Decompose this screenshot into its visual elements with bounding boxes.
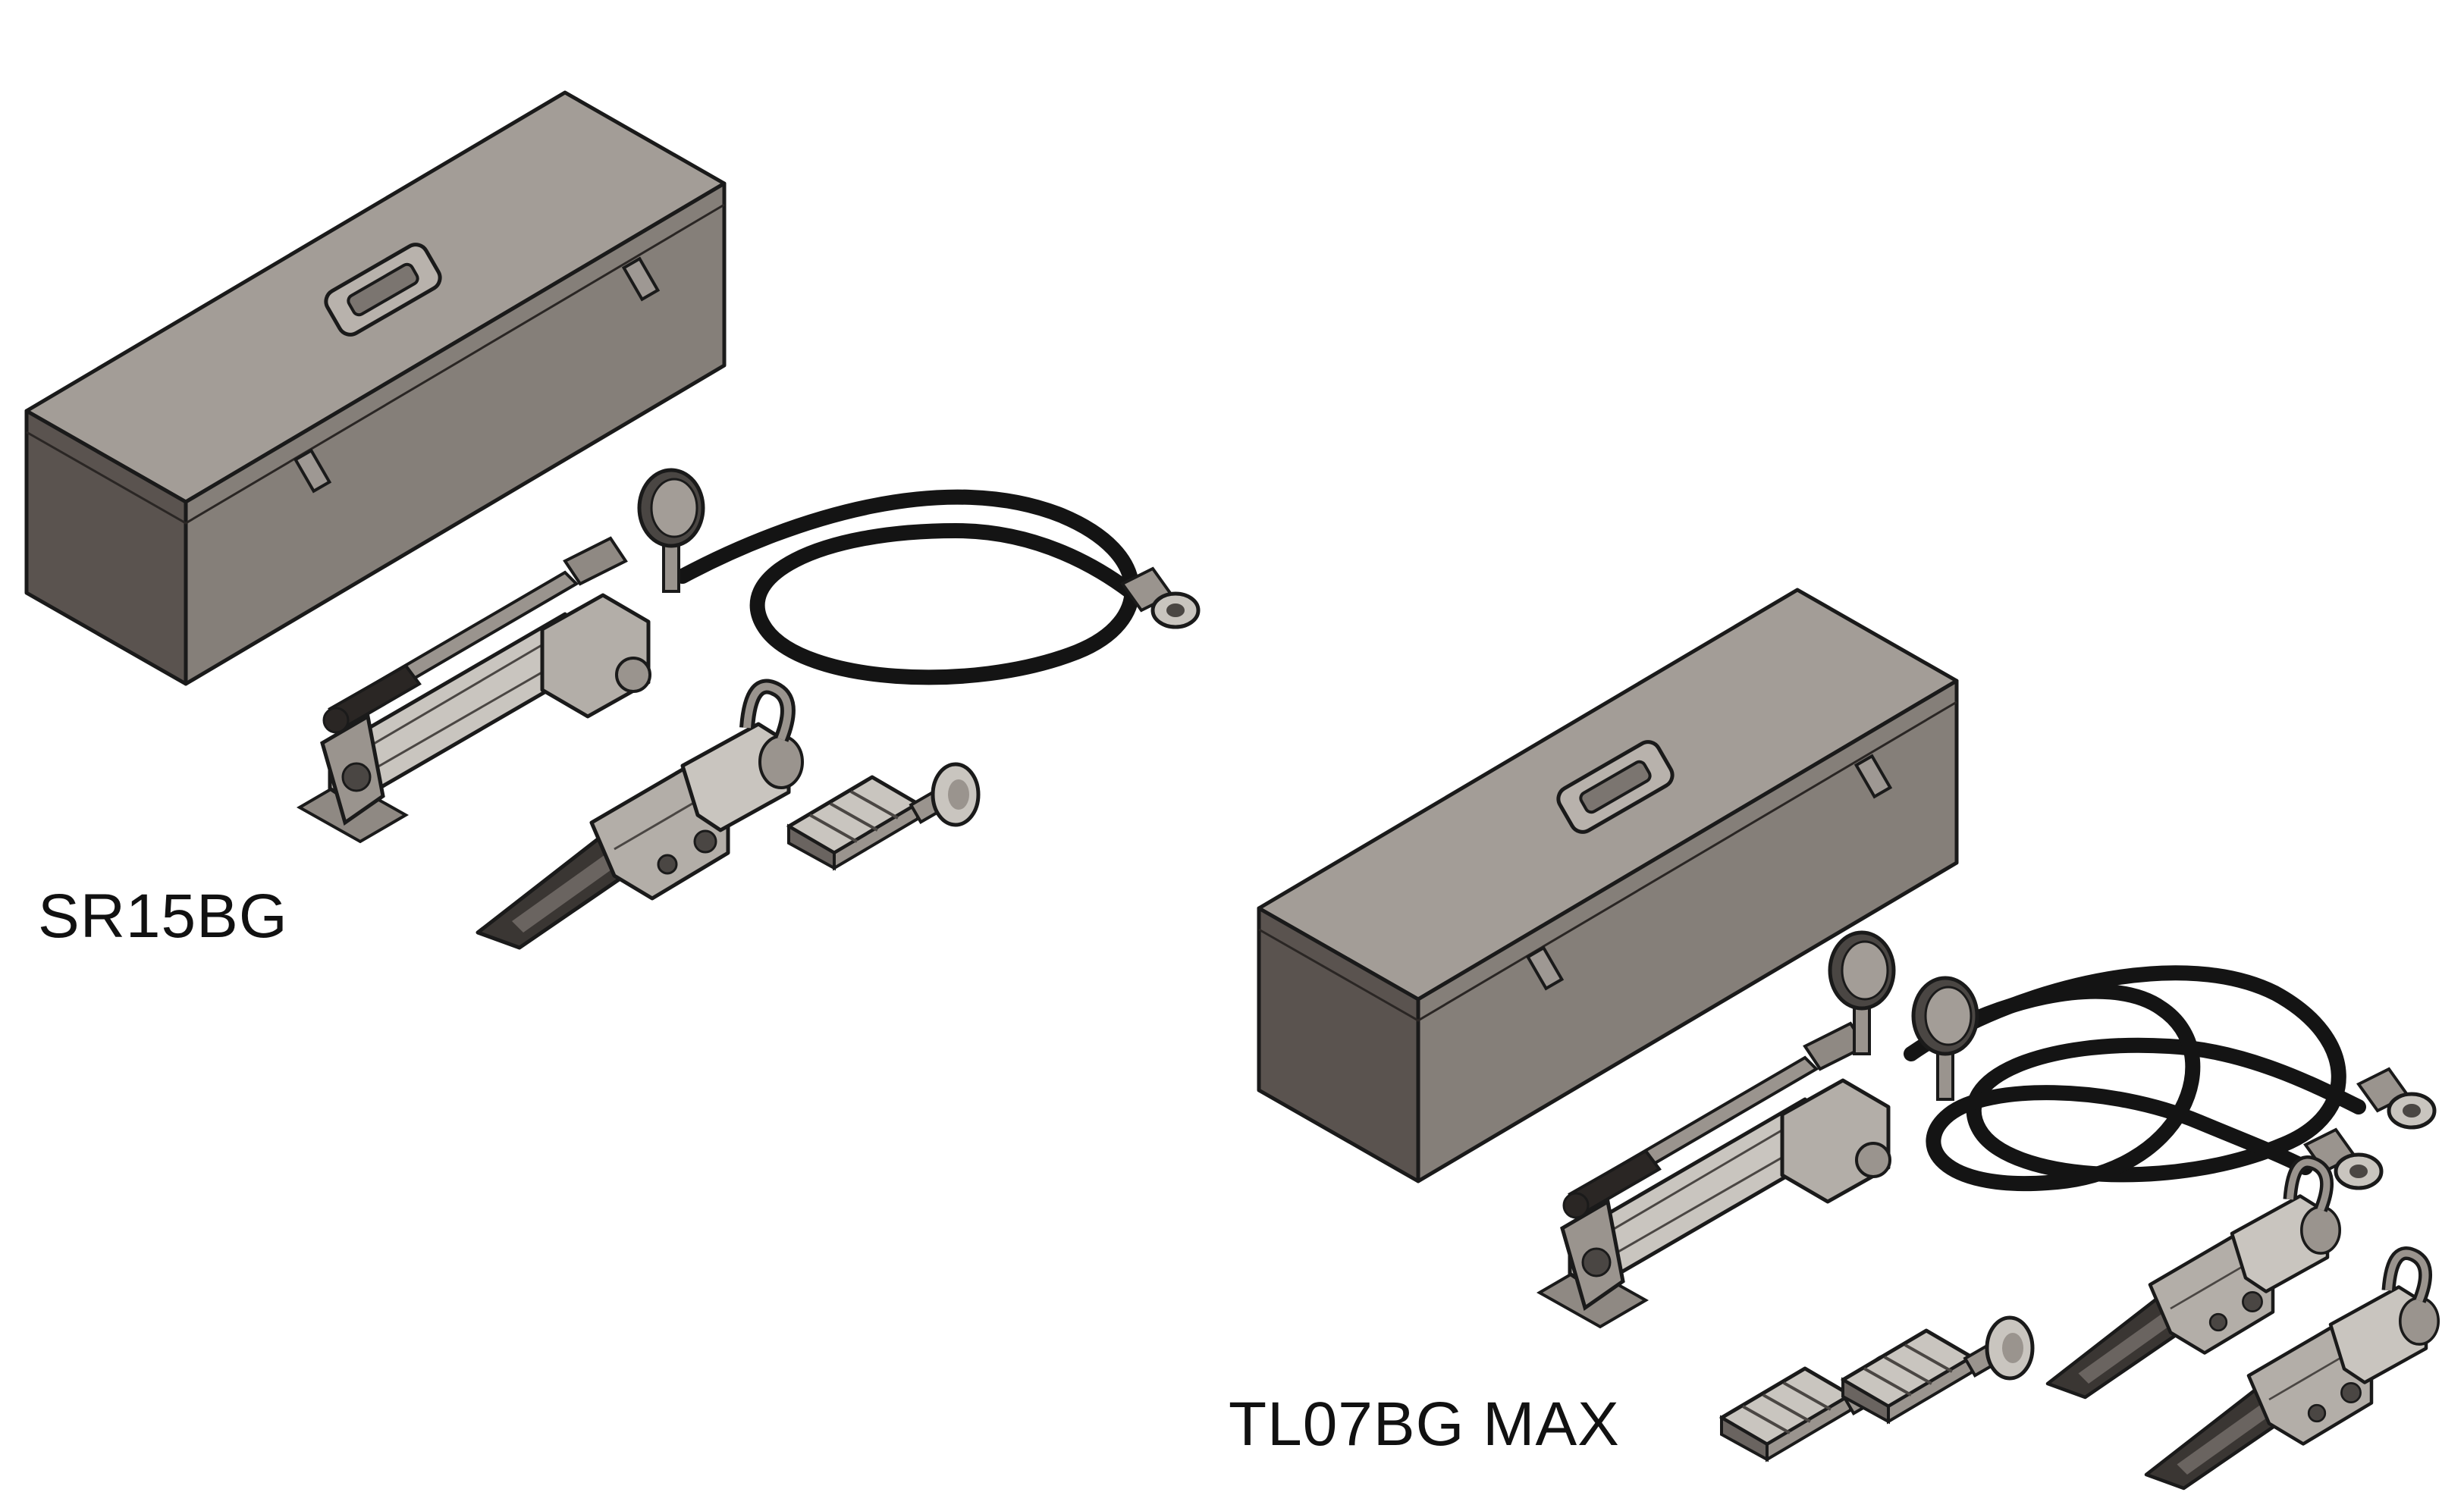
kit-label-tl07bg-max: TL07BG MAX — [1229, 1390, 1620, 1459]
wedge-spreader — [478, 687, 802, 948]
carry-case — [27, 92, 724, 684]
pressure-gauge — [1913, 978, 1977, 1099]
kit-label-sr15bg: SR15BG — [38, 882, 288, 951]
wedge-insert — [1843, 1318, 2032, 1422]
hydraulic-hose — [1934, 965, 2366, 1183]
hydraulic-hose — [1904, 983, 2313, 1192]
hose-coupler — [1122, 569, 1198, 627]
hose-coupler — [2359, 1069, 2434, 1127]
kit-sr15bg — [27, 92, 1198, 948]
kit-tl07bg-max — [1259, 590, 2438, 1488]
hydraulic-hose — [675, 489, 1140, 685]
wedge-insert — [789, 764, 978, 868]
